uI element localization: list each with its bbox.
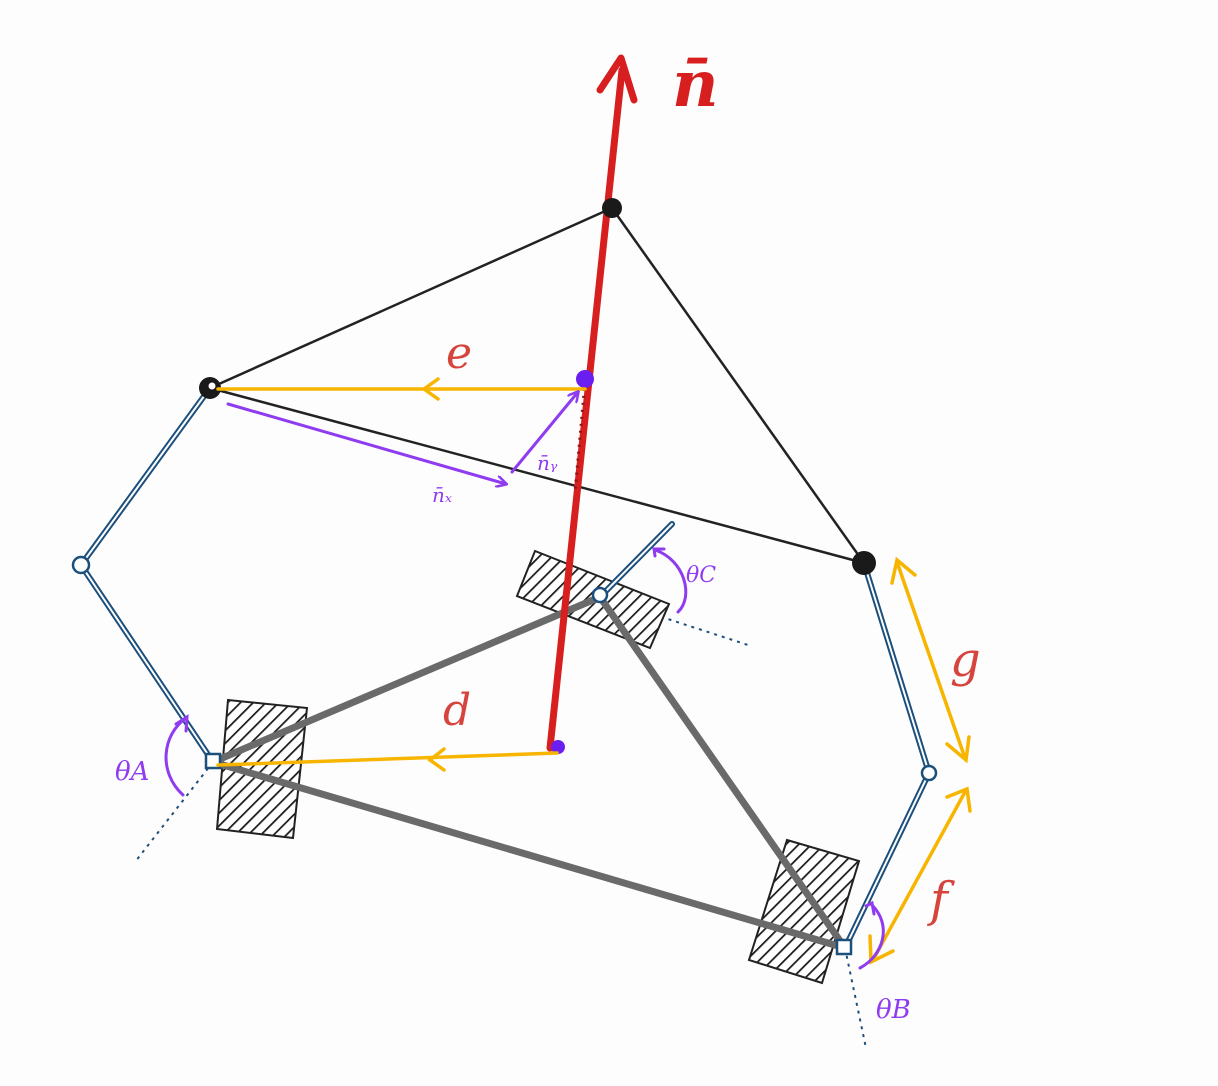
normal-vector xyxy=(546,54,638,752)
platform-joint-top xyxy=(602,198,622,218)
label-d: d xyxy=(443,685,471,736)
base-edge-cb xyxy=(596,593,849,952)
platform-center-point xyxy=(576,370,594,388)
base-center-point xyxy=(551,740,565,754)
platform-joints xyxy=(199,198,876,575)
passive-joints xyxy=(71,555,938,782)
base-edge-ab xyxy=(209,758,849,952)
elbow-joint-c xyxy=(591,586,609,604)
label-f: f xyxy=(927,872,955,928)
basis-vectors xyxy=(226,392,578,484)
basis-vector-nx xyxy=(226,402,506,484)
leg-a xyxy=(77,385,216,765)
normal-vector-label: n̄ xyxy=(672,47,719,122)
platform-edge-left-right xyxy=(209,386,865,565)
angle-arc-a xyxy=(164,716,188,797)
label-theta-a: θA xyxy=(115,757,149,787)
elbow-joint-b xyxy=(920,764,938,782)
platform-edge-top-right xyxy=(610,207,866,564)
slider-joint-b xyxy=(835,938,853,956)
slider-joints xyxy=(204,752,853,956)
platform-edge-left-top xyxy=(209,206,613,390)
label-n-x: n̄ₓ xyxy=(432,483,452,507)
elbow-joint-a xyxy=(71,555,91,575)
label-g: g xyxy=(950,632,981,688)
platform-triangle xyxy=(209,206,866,565)
reference-line-a xyxy=(134,761,214,863)
normal-dotted-segment xyxy=(573,381,587,493)
leg-c xyxy=(597,521,675,600)
angle-arcs xyxy=(164,547,885,970)
dimension-arrow-f xyxy=(868,786,972,965)
offset-arrow-d xyxy=(216,751,559,767)
offset-arrows xyxy=(216,377,972,965)
base-triangle xyxy=(209,593,849,952)
angle-arc-c xyxy=(653,548,688,614)
basis-vector-ny xyxy=(510,392,578,474)
actuator-block-b xyxy=(747,838,861,985)
label-theta-b: θB xyxy=(876,995,911,1025)
label-n-y: n̄ᵧ xyxy=(537,451,558,475)
angle-arc-b xyxy=(858,903,885,970)
label-theta-c: θC xyxy=(686,563,716,588)
dimension-arrow-g xyxy=(890,556,971,764)
actuator-blocks xyxy=(215,549,861,985)
reference-line-b xyxy=(844,947,867,1049)
label-e: e xyxy=(446,328,472,379)
platform-joint-right xyxy=(852,551,876,575)
base-edge-ac xyxy=(209,593,604,766)
